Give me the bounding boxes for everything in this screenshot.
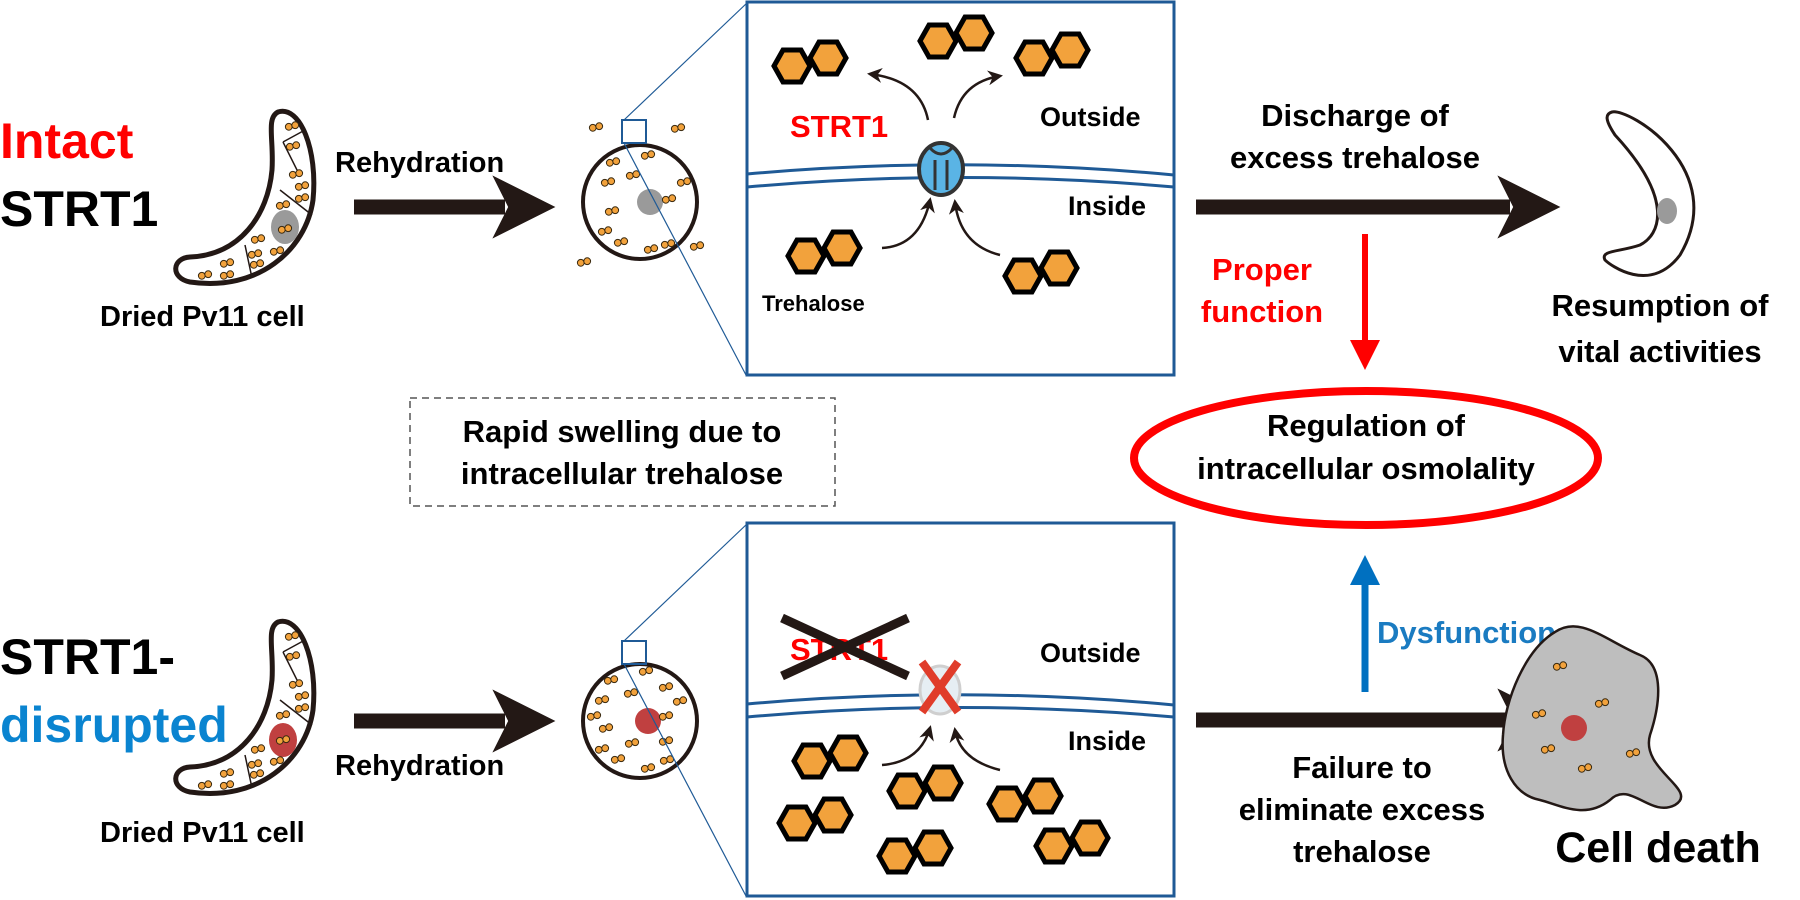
resumption-label-line1: Resumption of [1552, 288, 1770, 323]
bottom-row: STRT1- disrupted Dried Pv11 cell Rehydra… [0, 521, 1761, 898]
failure-label-line2: eliminate excess [1239, 792, 1485, 827]
rehydration-label-top: Rehydration [335, 147, 504, 179]
dysfunction-arrow [1350, 555, 1380, 585]
swelling-note-line2: intracellular trehalose [461, 456, 783, 491]
membrane-panel-bottom: STRT1 Outside Inside [745, 521, 1176, 898]
outside-label-bottom: Outside [1040, 638, 1141, 668]
dead-cell [1501, 625, 1683, 812]
strt1-transporter-icon [917, 141, 965, 197]
discharge-label-line1: Discharge of [1261, 98, 1449, 133]
zoom-region-box [621, 119, 647, 144]
proper-function-line2: function [1201, 294, 1323, 329]
condition-intact-label: Intact [0, 113, 134, 169]
rehydration-label-bottom: Rehydration [335, 750, 504, 782]
strikethrough-x-icon [780, 613, 910, 681]
top-row: Intact STRT1 Dried Pv11 cell Rehydration [0, 0, 1770, 377]
strt1-label-top: STRT1 [790, 109, 888, 144]
condition-strt1-label: STRT1 [0, 181, 158, 237]
center-section: Rapid swelling due to intracellular treh… [409, 387, 1602, 529]
inside-label-top: Inside [1068, 191, 1146, 221]
proper-function-line1: Proper [1212, 252, 1312, 287]
transporter-x-mark-icon [918, 659, 962, 715]
dried-cell-label-bottom: Dried Pv11 cell [100, 817, 305, 849]
zoom-region-box [621, 640, 647, 665]
recovered-cell [1602, 110, 1696, 277]
dried-cell-label-top: Dried Pv11 cell [100, 301, 305, 333]
discharge-label-line2: excess trehalose [1230, 140, 1480, 175]
swollen-cell-bottom [581, 522, 749, 897]
failure-label-line3: trehalose [1293, 834, 1431, 869]
inside-label-bottom: Inside [1068, 726, 1146, 756]
membrane-panel-top: STRT1 Outside Inside Trehalose [745, 0, 1176, 377]
condition-disrupted-label: disrupted [0, 697, 228, 753]
trehalose-label: Trehalose [762, 291, 865, 316]
dried-cell-disrupted [173, 618, 317, 796]
regulation-ellipse [1130, 387, 1602, 529]
regulation-label-line2: intracellular osmolality [1197, 451, 1535, 486]
swelling-note-box [409, 397, 836, 507]
failure-label-line1: Failure to [1292, 750, 1432, 785]
regulation-label-line1: Regulation of [1267, 408, 1466, 443]
proper-function-arrow [1350, 340, 1380, 370]
cell-death-label: Cell death [1555, 824, 1761, 872]
swelling-note-line1: Rapid swelling due to [463, 414, 782, 449]
dysfunction-label: Dysfunction [1377, 615, 1556, 650]
resumption-label-line2: vital activities [1558, 334, 1761, 369]
outside-label-top: Outside [1040, 102, 1141, 132]
dried-cell-intact [173, 108, 317, 286]
swollen-cell-top [576, 1, 749, 376]
condition-strt1-dash-label: STRT1- [0, 629, 175, 685]
